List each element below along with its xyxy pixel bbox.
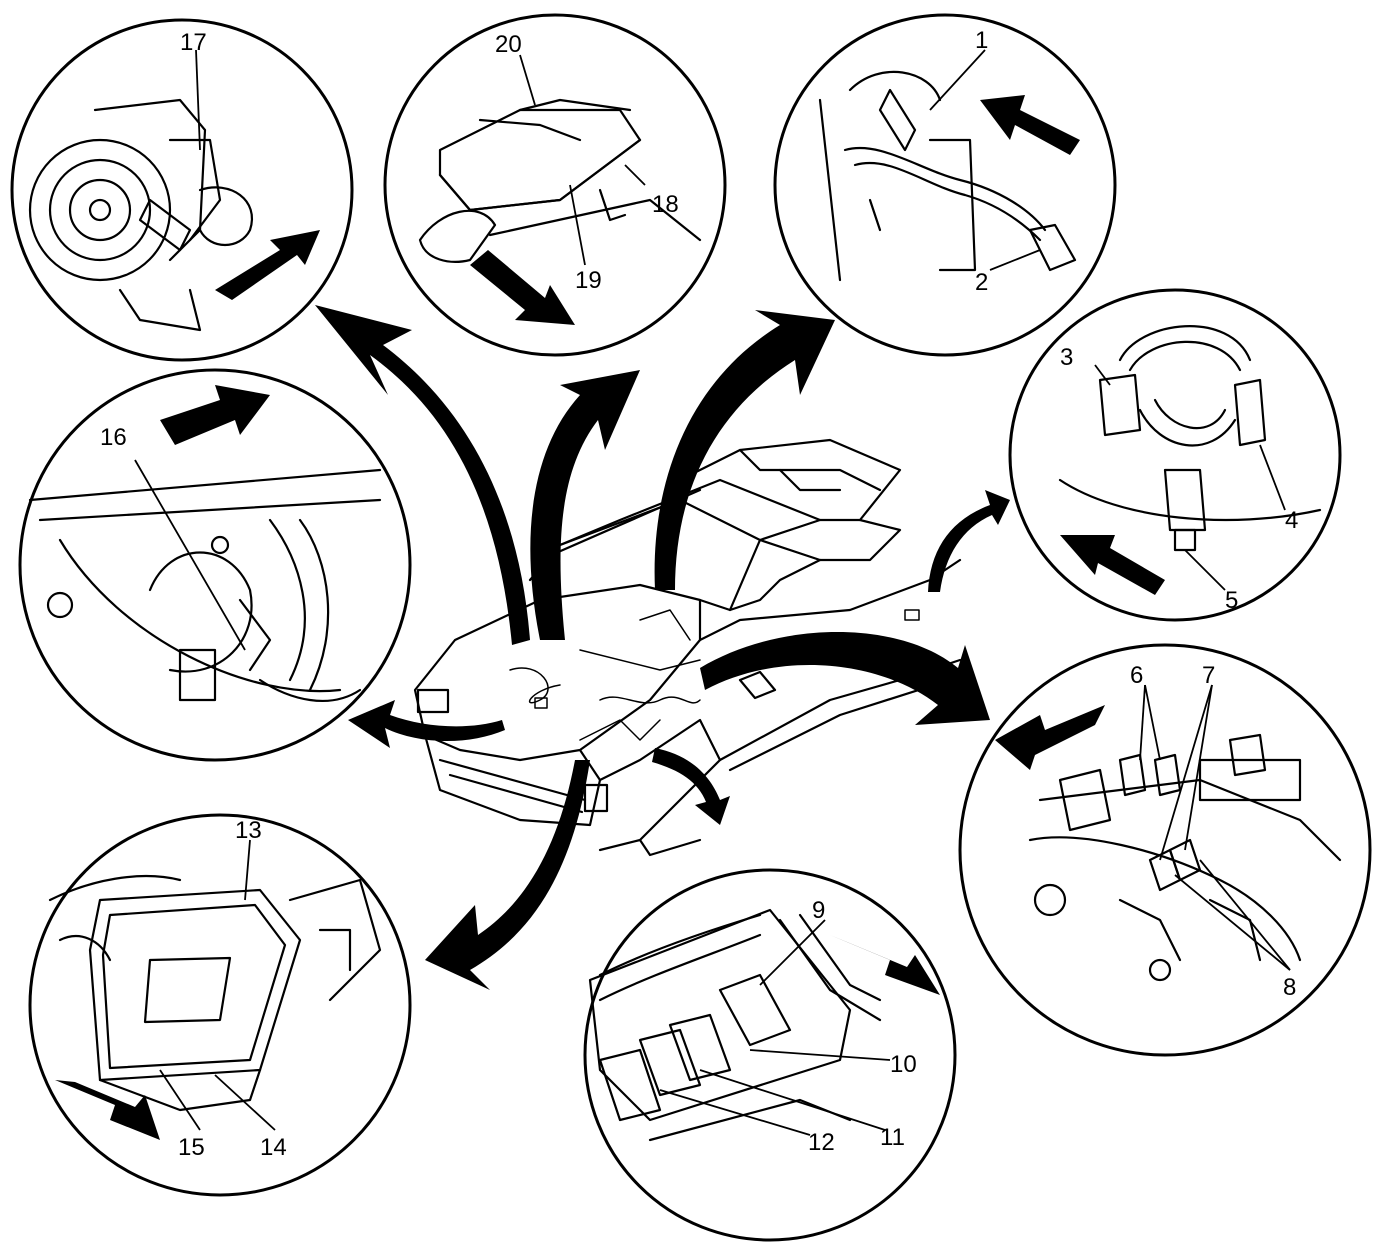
callout-4: 4 [1285,507,1298,534]
arrow-to-view-9-12 [652,748,730,825]
callout-5: 5 [1225,587,1238,614]
callout-12: 12 [808,1129,835,1156]
callout-9: 9 [812,897,825,924]
direction-arrow-13-15 [55,1080,160,1140]
detail-view-1-2: 1 2 [773,13,1117,357]
detail-view-17: 17 [10,18,354,362]
pointer-arrows [315,305,1010,990]
callout-14: 14 [260,1134,287,1161]
direction-arrow-18-20 [470,250,575,325]
detail-view-6-8: 6 7 8 [958,643,1372,1057]
arrow-to-view-16 [348,700,505,748]
arrow-to-view-13-15 [425,760,590,990]
callout-1: 1 [975,27,988,54]
callout-18: 18 [652,191,679,218]
detail-view-16: 16 [18,368,412,762]
arrow-to-view-6-8 [700,632,990,725]
detail-view-13-15: 13 15 14 [28,813,412,1197]
detail-view-3-5: 3 4 5 [1008,288,1342,622]
callout-19: 19 [575,267,602,294]
callout-8: 8 [1283,974,1296,1001]
direction-arrow-17 [215,230,320,300]
arrow-to-view-1-2 [654,310,835,590]
direction-arrow-6-8 [995,705,1105,770]
callout-11: 11 [880,1124,905,1151]
callout-6: 6 [1130,662,1143,689]
callout-3: 3 [1060,344,1073,371]
detail-view-9-12: 9 10 11 12 [583,868,957,1242]
callout-20: 20 [495,31,522,58]
callout-7: 7 [1202,662,1215,689]
callout-17: 17 [180,29,207,56]
direction-arrow-9-12 [830,935,940,995]
callout-15: 15 [178,1134,205,1161]
callout-16: 16 [100,424,127,451]
arrow-to-view-3-5 [928,490,1010,592]
direction-arrow-1-2 [980,95,1080,155]
direction-arrow-16 [160,385,270,445]
arrow-to-view-17 [315,305,530,645]
detail-view-18-20: 20 18 19 [383,13,727,357]
direction-arrow-3-5 [1060,535,1165,595]
callout-2: 2 [975,269,988,296]
arrow-to-view-18-20 [530,370,640,640]
callout-13: 13 [235,817,262,844]
callout-10: 10 [890,1051,917,1078]
